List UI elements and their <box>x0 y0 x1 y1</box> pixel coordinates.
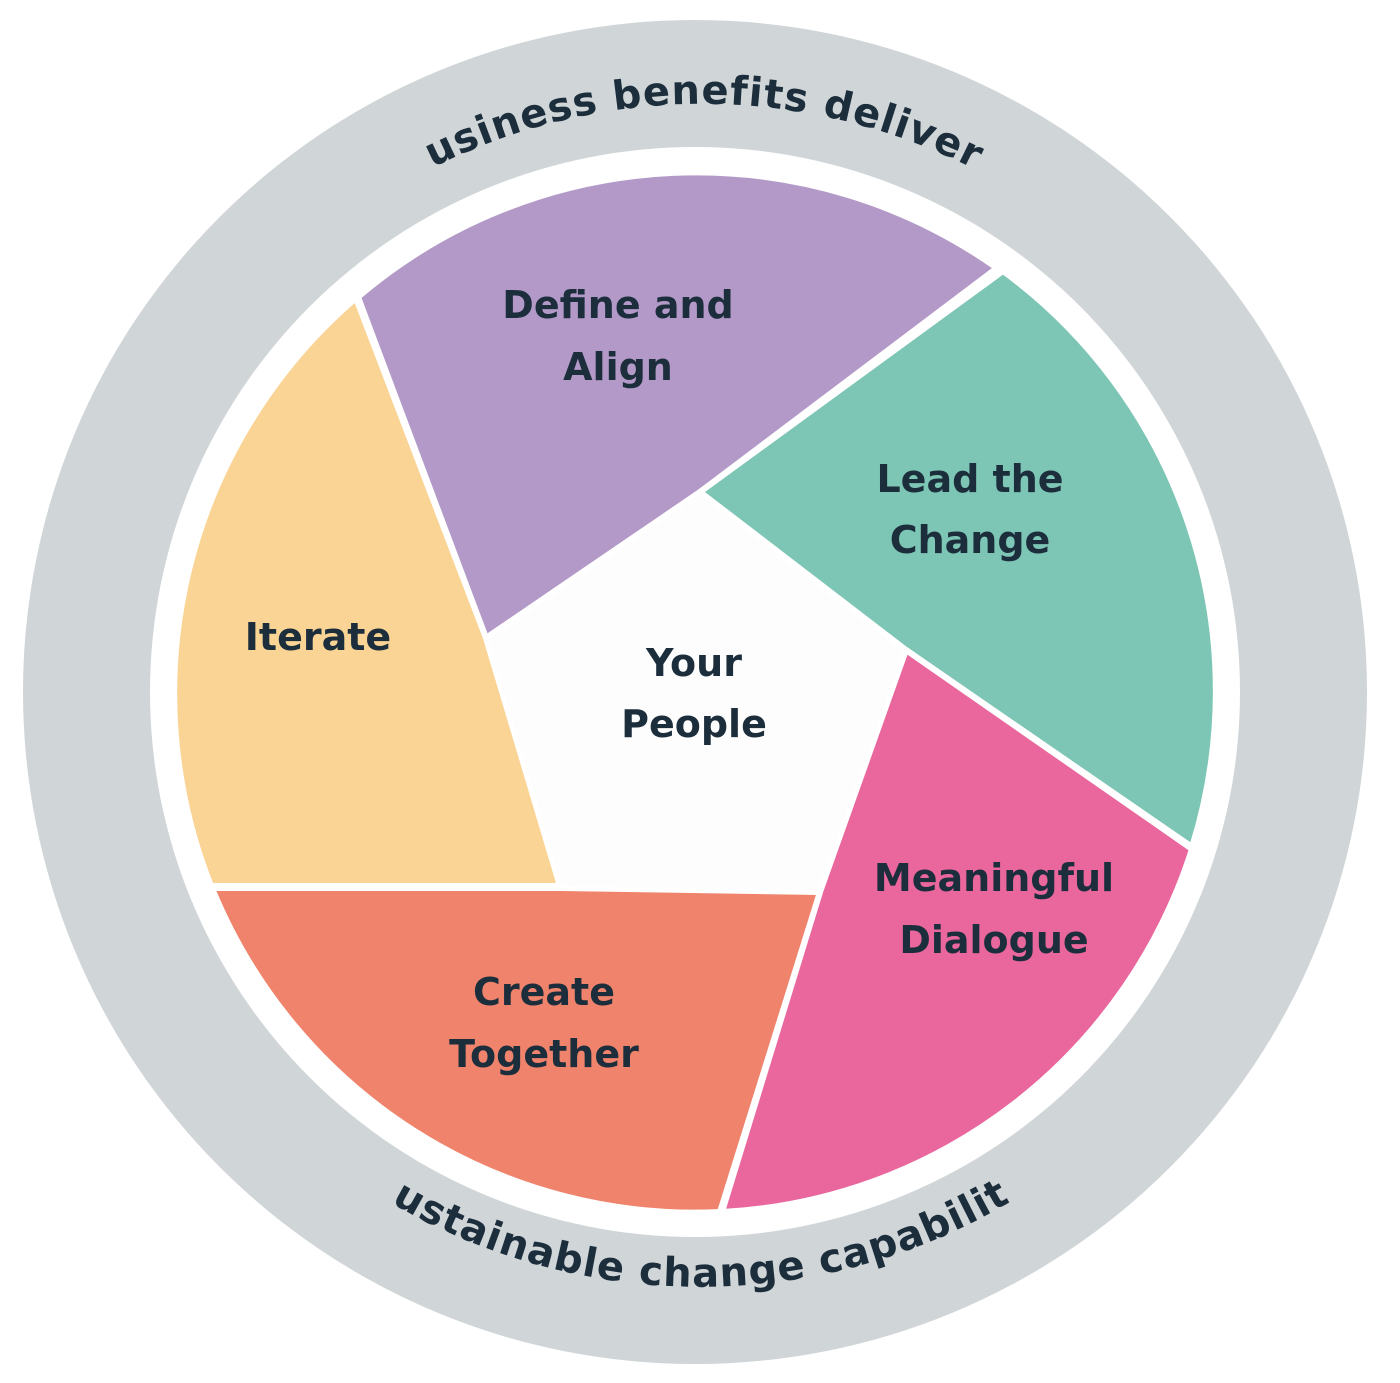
define-and-align-label-line2: Align <box>563 345 673 389</box>
segment-define-and-align <box>355 169 1000 641</box>
meaningful-dialogue-label-line1: Meaningful <box>874 856 1114 900</box>
your-people-label-line1: Your <box>645 641 742 685</box>
lead-the-change-label-line1: Lead the <box>876 457 1063 501</box>
create-together-label-line2: Together <box>449 1032 639 1076</box>
segment-create-together <box>209 885 823 1216</box>
segment-iterate <box>171 295 563 889</box>
define-and-align-label-line1: Define and <box>502 283 733 327</box>
iterate-label: Iterate <box>245 615 391 659</box>
segment-lead-the-change <box>697 268 1219 850</box>
create-together-label-line1: Create <box>473 970 615 1014</box>
center-your-people <box>488 494 904 890</box>
segment-meaningful-dialogue <box>719 647 1195 1215</box>
lead-the-change-label-line2: Change <box>890 518 1051 562</box>
your-people-label-line2: People <box>621 702 767 746</box>
meaningful-dialogue-label-line2: Dialogue <box>899 918 1088 962</box>
